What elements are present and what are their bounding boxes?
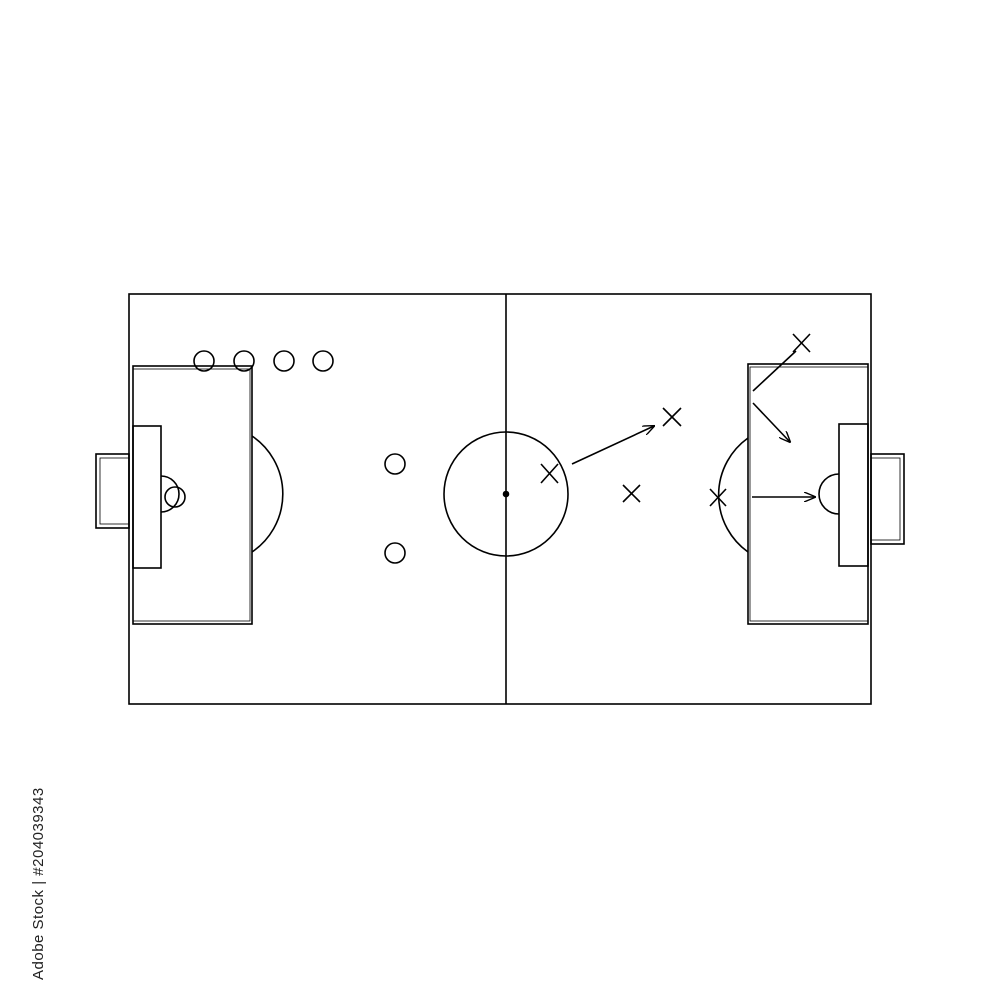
away-player-cross <box>662 407 682 427</box>
right-goal-arc <box>818 473 840 515</box>
movement-arrow <box>571 426 654 465</box>
left-penalty-area <box>132 365 253 625</box>
right-penalty-area <box>747 363 869 625</box>
movement-arrow <box>752 402 790 442</box>
right-penalty-arc <box>717 437 749 553</box>
away-player-cross <box>792 333 811 353</box>
away-player-cross <box>709 488 727 507</box>
left-goal-arc <box>160 475 180 513</box>
away-player-cross <box>622 484 641 503</box>
right-goal-area <box>838 423 869 567</box>
home-player-circle <box>273 350 295 372</box>
home-player-circle <box>193 350 215 372</box>
left-penalty-area-inner <box>132 368 251 622</box>
home-player-circle <box>312 350 334 372</box>
left-goal-area <box>132 425 162 569</box>
left-goal-net <box>99 457 130 525</box>
home-player-circle <box>384 542 406 564</box>
stock-credit: Adobe Stock | #204039343 <box>30 787 47 980</box>
right-goal-net <box>870 457 901 541</box>
home-goalkeeper-circle <box>164 486 186 508</box>
pass-line <box>752 350 797 392</box>
center-spot <box>502 490 510 498</box>
pitch-boundary <box>128 293 872 705</box>
left-penalty-arc <box>251 435 284 553</box>
away-player-cross <box>540 463 559 484</box>
left-goal <box>95 453 130 529</box>
home-player-circle <box>233 350 255 372</box>
right-goal <box>870 453 905 545</box>
home-player-circle <box>384 453 406 475</box>
right-penalty-area-inner <box>749 366 869 622</box>
center-circle <box>443 431 569 557</box>
